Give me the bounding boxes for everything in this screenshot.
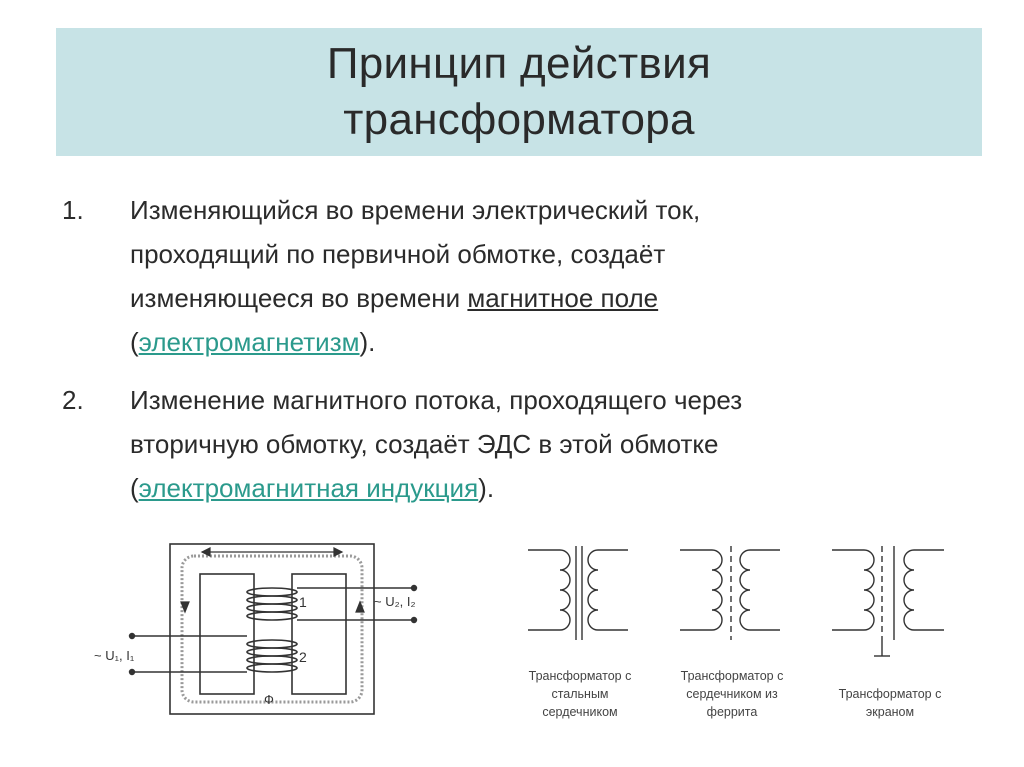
arrow-left-icon [200,547,211,557]
magnetic-field-term: магнитное поле [467,283,659,313]
paren-close: ). [359,327,376,357]
list-text: Изменение магнитного потока, проходящего… [130,378,986,510]
list-number: 2. [62,385,84,415]
symbol-steel-core: Трансформатор с стальным сердечником [528,546,632,719]
caption-line: Трансформатор с [681,669,784,683]
list-number: 1. [62,195,84,225]
caption-line: сердечником из [686,687,778,701]
arrow-up-icon [355,600,365,613]
text-line: изменяющееся во времени [130,283,468,313]
caption-line: Трансформатор с [839,687,942,701]
caption-line: стальным [551,687,608,701]
list-item-2: 2. Изменение магнитного потока, проходящ… [56,378,986,510]
secondary-leg [291,573,347,695]
caption-line: феррита [707,705,758,719]
arrow-down-icon [180,601,190,614]
slide-title: Принцип действия трансформатора [56,28,982,156]
core-outer [169,543,375,715]
title-line-2: трансформатора [343,95,695,144]
text-line: вторичную обмотку, создаёт ЭДС в этой об… [130,429,719,459]
primary-leg [199,573,255,695]
electromagnetic-induction-link[interactable]: электромагнитная индукция [138,473,479,503]
paren-close: ). [478,473,495,503]
title-line-1: Принцип действия [326,39,712,88]
secondary-winding [587,549,628,631]
list-item-1: 1. Изменяющийся во времени электрический… [56,188,986,364]
electromagnetism-link[interactable]: электромагнетизм [138,327,360,357]
coil-1-label: 1 [299,594,307,610]
list-text: Изменяющийся во времени электрический то… [130,188,986,364]
coil-2-label: 2 [299,649,307,665]
secondary-winding [903,549,944,631]
primary-voltage-label: ~ U₁, I₁ [94,648,135,663]
flux-path [180,554,364,704]
arrow-right-icon [333,547,344,557]
caption-line: Трансформатор с [529,669,632,683]
symbol-screened: Трансформатор с экраном [832,546,944,719]
primary-winding [528,549,571,631]
transformer-core-diagram: 1 2 Ф ~ U₂, I₂ ~ U₁, I₁ [94,543,418,715]
paren-open: ( [130,327,139,357]
text-line: Изменение магнитного потока, проходящего… [130,385,743,415]
coil-2 [246,639,298,673]
caption-line: экраном [866,705,914,719]
primary-winding [832,549,875,631]
coil-1 [246,587,298,621]
text-line: Изменяющийся во времени электрический то… [130,195,701,225]
caption-line: сердечником [542,705,617,719]
primary-winding [680,549,723,631]
flux-label: Ф [264,692,274,707]
paren-open: ( [130,473,139,503]
secondary-winding [739,549,780,631]
symbol-ferrite-core: Трансформатор с сердечником из феррита [680,546,784,719]
text-line: проходящий по первичной обмотке, создаёт [130,239,666,269]
secondary-voltage-label: ~ U₂, I₂ [374,594,416,609]
principle-list: 1. Изменяющийся во времени электрический… [56,188,986,524]
